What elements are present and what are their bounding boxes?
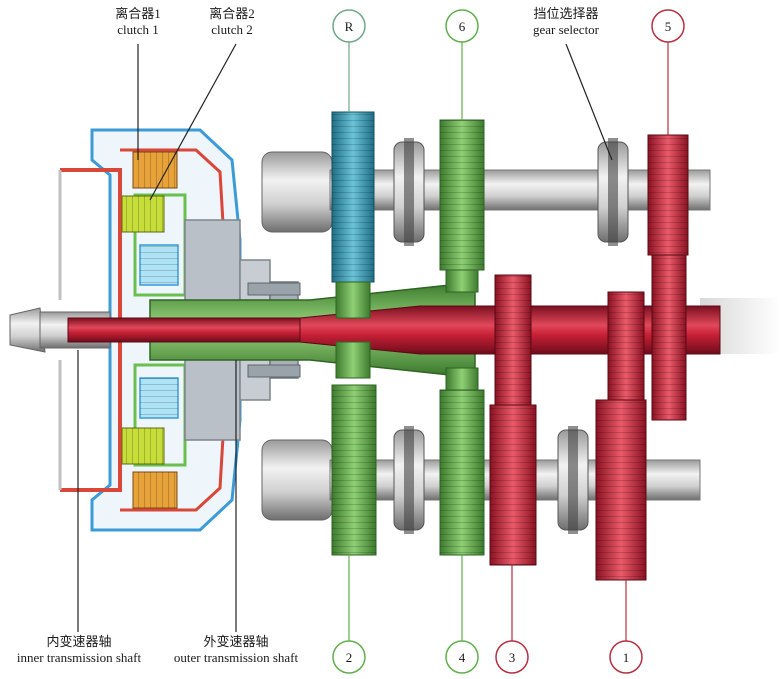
- label-outer-shaft-en: outer transmission shaft: [173, 650, 299, 665]
- synchronizer-lower-13: [557, 426, 589, 534]
- label-gear-selector-en: gear selector: [532, 22, 600, 37]
- label-clutch-1-zh: 离合器1: [115, 6, 161, 21]
- synchronizer-upper-5: [597, 138, 629, 246]
- label-gear-selector-zh: 挡位选择器: [533, 6, 599, 21]
- clutch-springs: [139, 244, 179, 419]
- leader-lines: [77, 42, 669, 642]
- gear-marker-r: R: [332, 9, 366, 43]
- gear-marker-3: 3: [495, 640, 529, 674]
- label-gear-selector: 挡位选择器 gear selector: [516, 6, 616, 38]
- label-inner-shaft-zh: 内变速器轴: [46, 634, 112, 649]
- gear-marker-5: 5: [651, 9, 685, 43]
- gear-4: [439, 367, 485, 556]
- clutch-1-plates: [132, 151, 178, 509]
- gear-marker-2: 2: [332, 640, 366, 674]
- gear-marker-5-text: 5: [665, 19, 672, 34]
- gear-6: [439, 119, 485, 293]
- gear-marker-1: 1: [609, 640, 643, 674]
- clutch-2-plates: [121, 195, 165, 465]
- label-clutch-1: 离合器1 clutch 1: [98, 6, 178, 38]
- gear-marker-2-text: 2: [346, 650, 353, 665]
- synchronizer-lower-24: [393, 426, 425, 534]
- gear-3: [489, 274, 537, 566]
- label-clutch-2-en: clutch 2: [211, 22, 253, 37]
- gear-marker-6: 6: [445, 9, 479, 43]
- label-clutch-2-zh: 离合器2: [209, 6, 255, 21]
- label-clutch-2: 离合器2 clutch 2: [192, 6, 272, 38]
- gear-marker-4-text: 4: [459, 650, 466, 665]
- label-outer-shaft-zh: 外变速器轴: [203, 634, 269, 649]
- gear-5: [647, 134, 689, 421]
- label-inner-shaft-en: inner transmission shaft: [16, 650, 142, 665]
- gear-marker-3-text: 3: [509, 650, 516, 665]
- label-outer-transmission-shaft: 外变速器轴 outer transmission shaft: [160, 634, 312, 666]
- gear-marker-6-text: 6: [459, 19, 466, 34]
- gear-marker-4: 4: [445, 640, 479, 674]
- gear-marker-r-text: R: [345, 19, 354, 34]
- gear-1: [595, 291, 647, 581]
- label-clutch-1-en: clutch 1: [117, 22, 159, 37]
- gear-2: [331, 341, 377, 556]
- reverse-gear: [331, 111, 375, 319]
- label-inner-transmission-shaft: 内变速器轴 inner transmission shaft: [4, 634, 154, 666]
- upper-countershaft: [261, 151, 711, 233]
- gear-marker-1-text: 1: [623, 650, 630, 665]
- synchronizer-upper-r6: [393, 138, 425, 246]
